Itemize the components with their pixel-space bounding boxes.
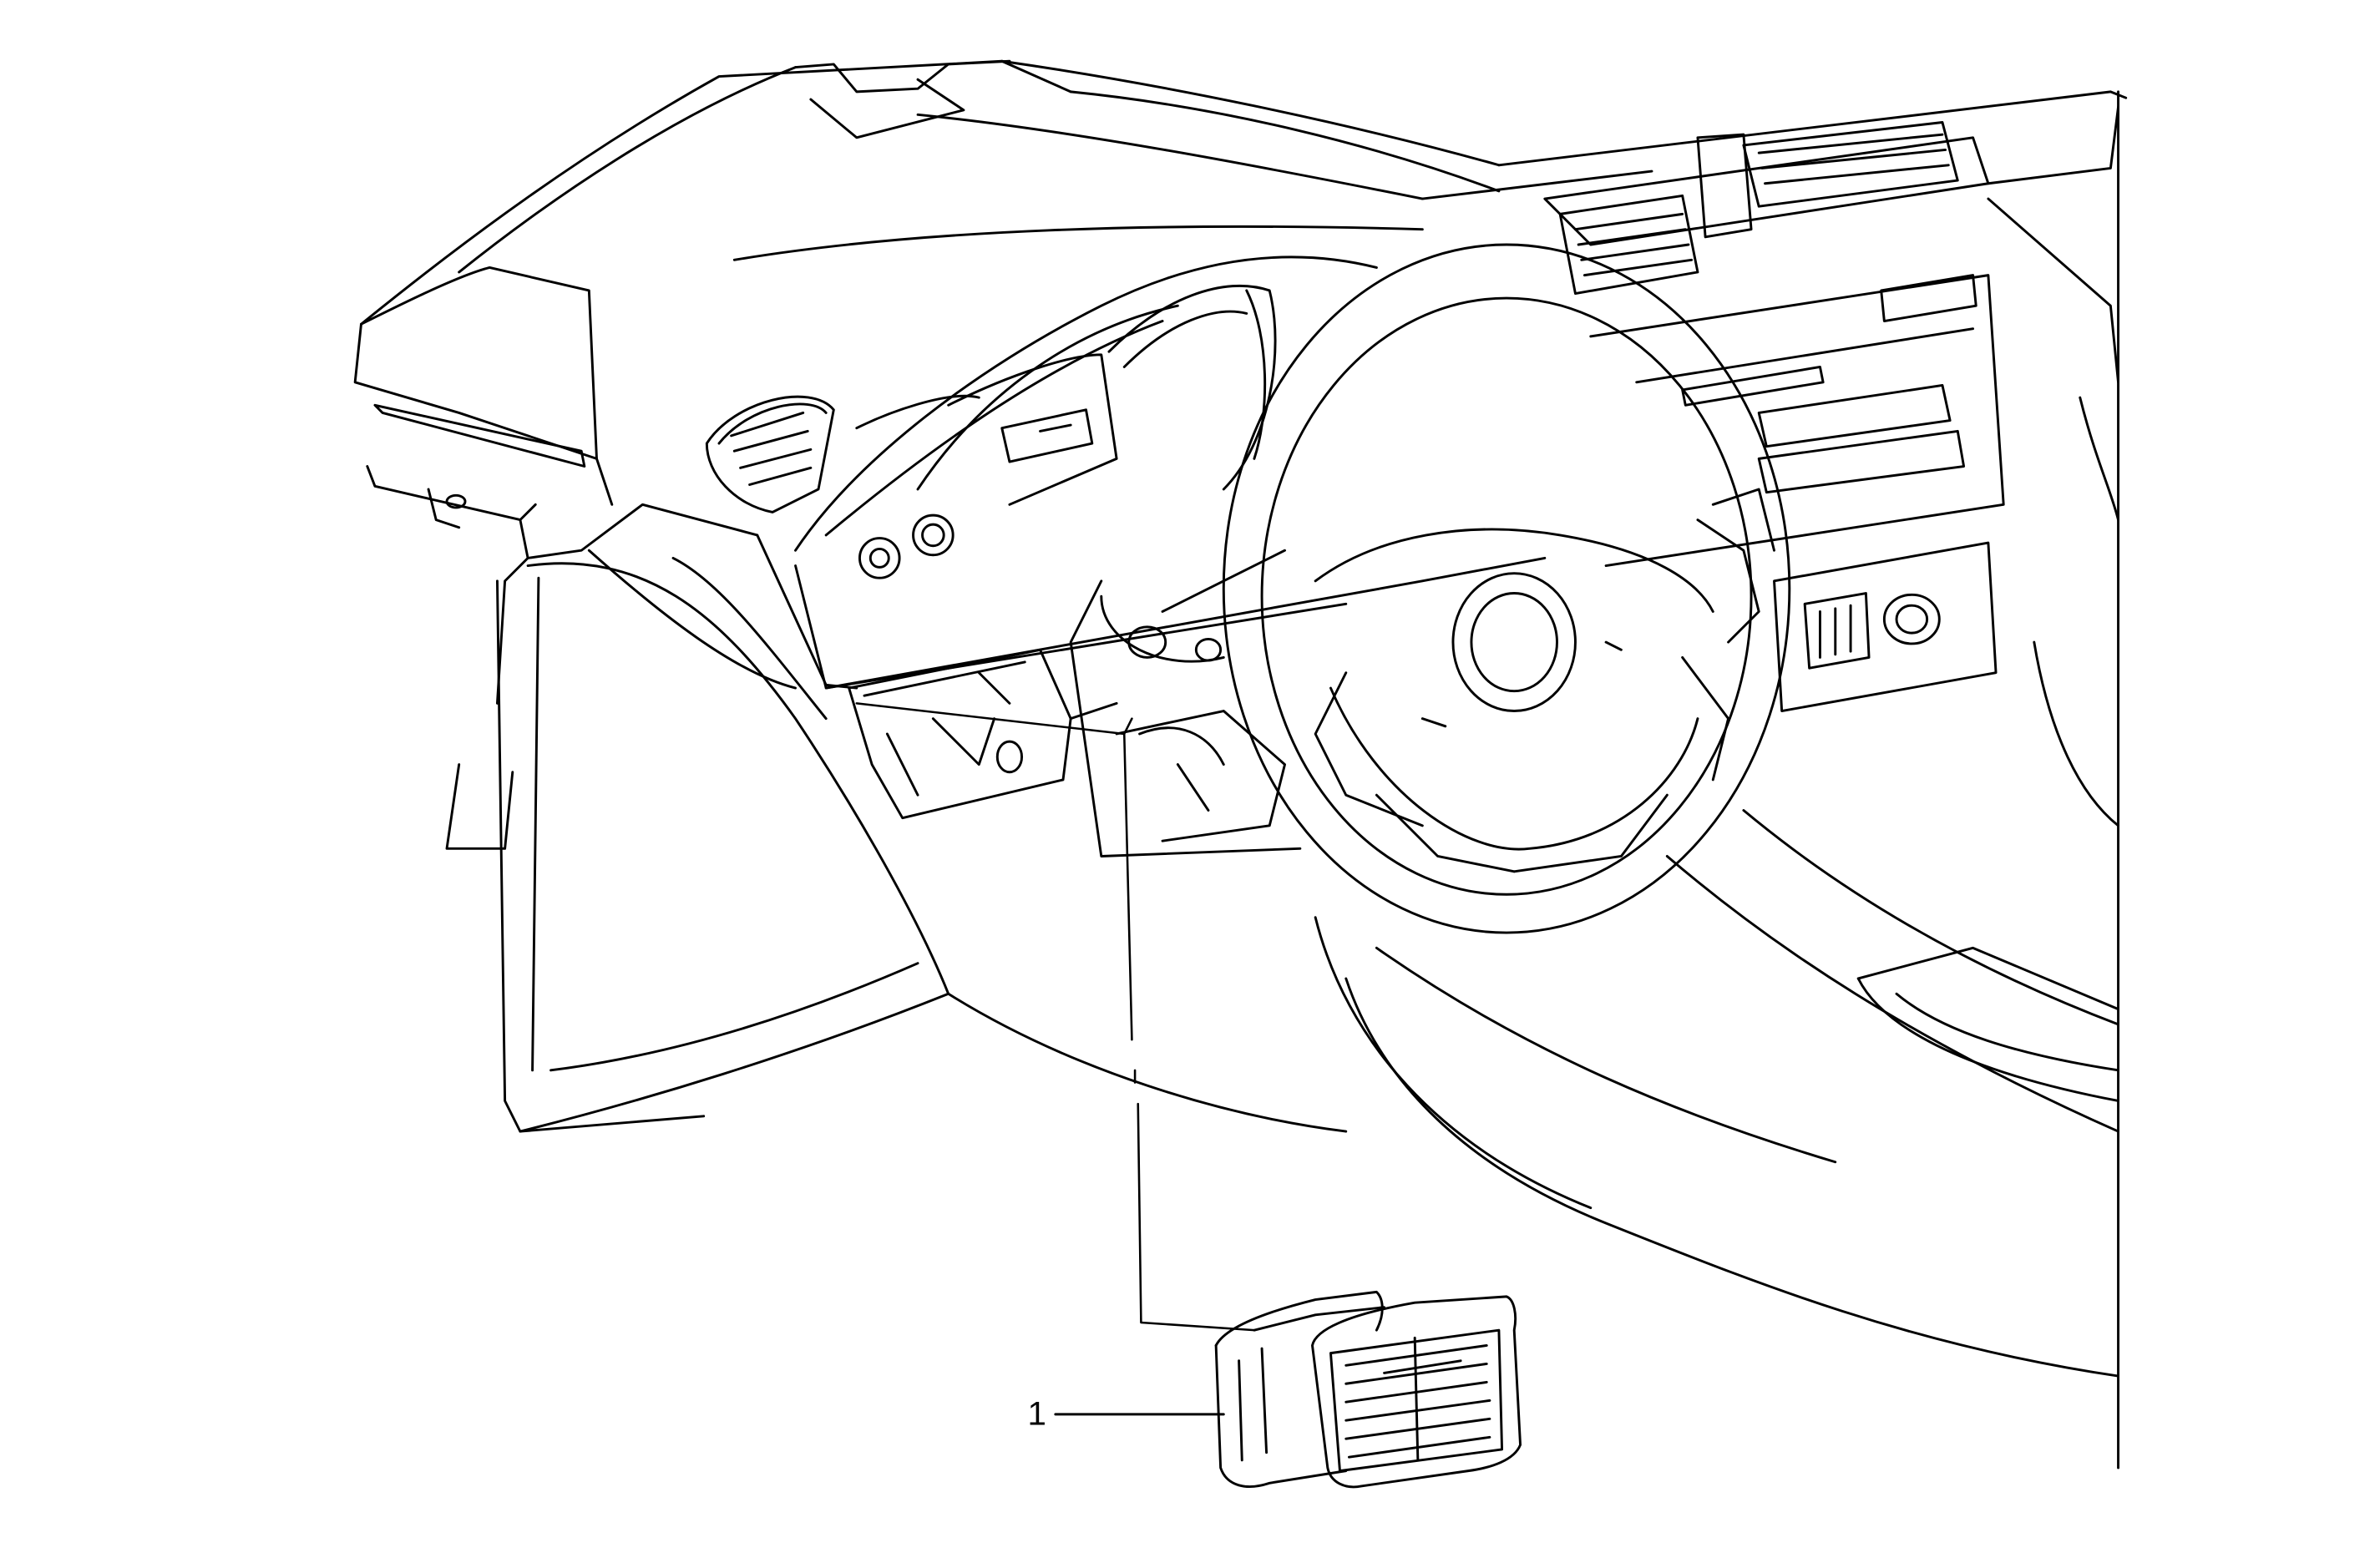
dashboard-left-end [353,266,759,1133]
dashboard-lower-left [519,534,950,1133]
center-stack [1543,105,2120,712]
steering-column [1069,549,1302,857]
side-vent-left [705,395,835,513]
air-outlet-vent [1214,1290,1522,1489]
lower-dash-opening [848,648,1286,842]
dashboard-top [360,59,2128,326]
center-console [1665,90,2120,1469]
instrument-cluster [794,255,1547,690]
callout-1-label: 1 [1027,1395,1046,1433]
vent-location-leader [855,702,1256,1332]
floor-trim [947,916,2120,1378]
steering-wheel [1222,243,1791,934]
